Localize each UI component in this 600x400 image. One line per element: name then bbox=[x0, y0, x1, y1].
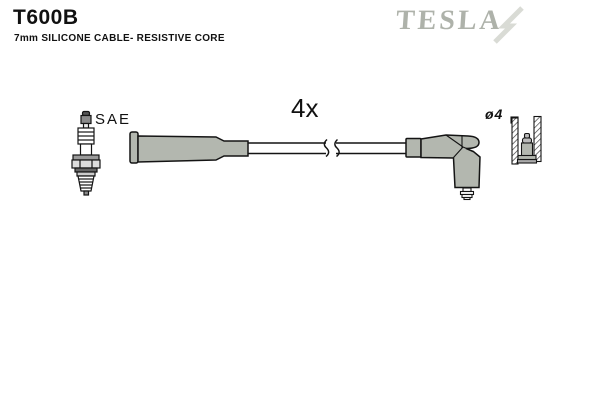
tesla-logo-swoosh-icon bbox=[493, 6, 524, 44]
spark-plug-icon bbox=[71, 110, 101, 196]
elbow-terminal-stud bbox=[459, 187, 475, 201]
connector-diameter-label: ø4 bbox=[485, 106, 504, 122]
terminal-cross-section-icon bbox=[510, 115, 542, 165]
product-description: 7mm SILICONE CABLE- RESISTIVE CORE bbox=[14, 33, 225, 44]
cable-break-mark bbox=[323, 138, 330, 158]
part-number-title: T600B bbox=[13, 6, 79, 29]
straight-boot-icon bbox=[129, 131, 249, 164]
cable-break-mark bbox=[334, 138, 340, 158]
tesla-logo: TESLA bbox=[395, 5, 536, 45]
cable-line bbox=[248, 138, 407, 158]
elbow-boot-icon bbox=[405, 134, 481, 201]
sae-terminal-label: SAE bbox=[95, 111, 132, 128]
quantity-label: 4x bbox=[291, 93, 319, 123]
